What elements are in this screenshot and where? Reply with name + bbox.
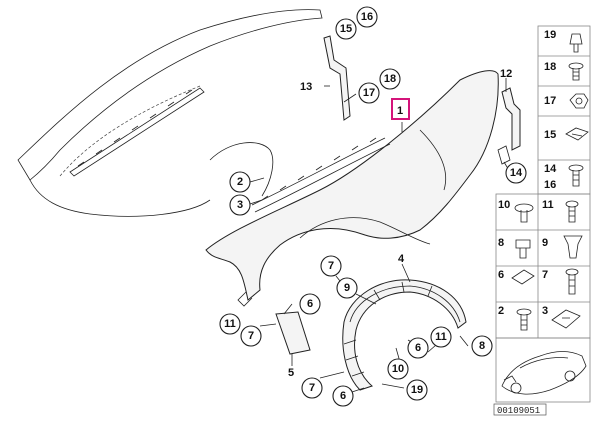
svg-text:18: 18	[384, 73, 396, 85]
callout-19: 19	[406, 379, 428, 401]
grid-label-14: 14	[544, 163, 557, 175]
cover-5	[275, 311, 311, 355]
callout-10: 10	[387, 358, 409, 380]
grid-label-3: 3	[542, 305, 548, 317]
svg-text:11: 11	[224, 318, 236, 330]
svg-text:6: 6	[415, 342, 421, 354]
highlight-box-part-1	[391, 98, 410, 120]
clip-nut-3-icon	[551, 309, 581, 329]
svg-text:10: 10	[392, 363, 404, 375]
grid-label-10: 10	[498, 199, 510, 211]
grid-label-11: 11	[542, 199, 554, 211]
svg-text:7: 7	[248, 330, 254, 342]
body-outline	[17, 9, 323, 217]
callout-17: 17	[358, 82, 380, 104]
grid-label-8: 8	[498, 237, 504, 249]
grid-label-16: 16	[544, 179, 556, 191]
callout-6-left: 6	[299, 293, 321, 315]
svg-text:6: 6	[307, 298, 313, 310]
svg-text:2: 2	[237, 176, 243, 188]
bracket-13	[323, 35, 351, 121]
svg-text:14: 14	[510, 167, 523, 179]
grid-label-19: 19	[544, 29, 556, 41]
bolt-2-icon	[516, 308, 532, 331]
callout-7-top: 7	[320, 255, 342, 277]
callout-11-right: 11	[430, 326, 452, 348]
clip-nut-6-icon	[511, 269, 535, 285]
parts-grid: 19 18 17 15 14 16 10 11 8 9 6 7 2 3	[495, 25, 591, 403]
callout-3: 3	[229, 194, 251, 216]
nut-17-icon	[569, 93, 589, 109]
stud-8-icon	[515, 239, 531, 259]
rivet-10-icon	[514, 203, 534, 223]
callout-6-bottom: 6	[332, 385, 354, 407]
svg-text:16: 16	[361, 11, 373, 23]
callout-15: 15	[335, 18, 357, 40]
callout-7-left: 7	[240, 325, 262, 347]
screw-14-icon	[568, 164, 584, 187]
callout-16: 16	[356, 6, 378, 28]
label-13: 13	[300, 81, 312, 93]
screw-18-icon	[568, 62, 584, 81]
screw-11-icon	[565, 200, 579, 223]
grid-label-18: 18	[544, 61, 556, 73]
svg-text:3: 3	[237, 199, 243, 211]
grid-label-2: 2	[498, 305, 504, 317]
clip-nut-15-icon	[565, 127, 589, 141]
label-12: 12	[500, 68, 512, 80]
svg-text:11: 11	[435, 331, 447, 343]
callout-11-left: 11	[219, 313, 241, 335]
expanding-nut-9-icon	[563, 235, 583, 259]
grid-label-6: 6	[498, 269, 504, 281]
svg-text:8: 8	[479, 340, 485, 352]
bracket-12	[497, 87, 521, 165]
svg-text:15: 15	[340, 23, 352, 35]
grid-label-9: 9	[542, 237, 548, 249]
callout-9: 9	[336, 277, 358, 299]
svg-text:6: 6	[340, 390, 346, 402]
svg-text:7: 7	[328, 260, 334, 272]
callout-8: 8	[471, 335, 493, 357]
grid-label-17: 17	[544, 95, 556, 107]
front-fender	[205, 70, 499, 307]
grid-label-7: 7	[542, 269, 548, 281]
car-location-icon	[501, 351, 587, 395]
callout-2: 2	[229, 171, 251, 193]
grid-label-15: 15	[544, 129, 556, 141]
svg-text:7: 7	[309, 382, 315, 394]
callout-6-right: 6	[407, 337, 429, 359]
screw-7-icon	[565, 268, 579, 295]
callout-18: 18	[379, 68, 401, 90]
callout-7-bottom: 7	[301, 377, 323, 399]
callout-14: 14	[505, 162, 527, 184]
clip-19-icon	[569, 33, 583, 53]
diagram-id-box	[493, 403, 547, 416]
label-4: 4	[398, 253, 405, 265]
label-1: 1	[397, 105, 403, 117]
svg-text:9: 9	[344, 282, 350, 294]
label-5: 5	[288, 367, 294, 379]
svg-text:17: 17	[363, 87, 375, 99]
diagram-id: 00109051	[497, 406, 540, 416]
svg-text:19: 19	[411, 384, 423, 396]
wheel-arch-liner	[342, 279, 467, 391]
